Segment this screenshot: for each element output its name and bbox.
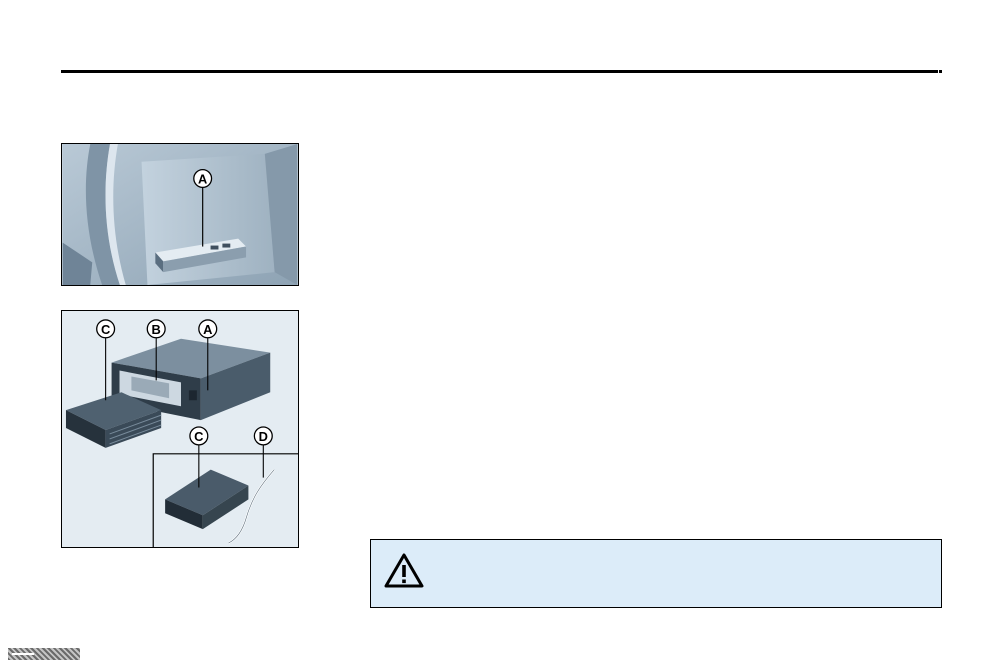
callout-c-inset: C [194,429,203,444]
callout-c: C [101,322,110,337]
cd-changer-illustration: C B A C D [62,311,298,547]
callout-d: D [259,429,268,444]
page-section-tab [8,648,80,660]
trunk-side-panel-photo: A [61,143,299,286]
callout-b: B [152,322,161,337]
cd-changer-assembly-photo: C B A C D [61,310,299,548]
header-rule [61,70,938,73]
callout-a: A [203,322,212,337]
callout-a: A [198,171,207,186]
warning-box [370,539,942,608]
page-tab-mark [12,653,34,655]
trunk-side-panel-illustration: A [62,144,298,285]
header-rule-end [939,70,942,73]
warning-triangle-icon [384,553,424,588]
